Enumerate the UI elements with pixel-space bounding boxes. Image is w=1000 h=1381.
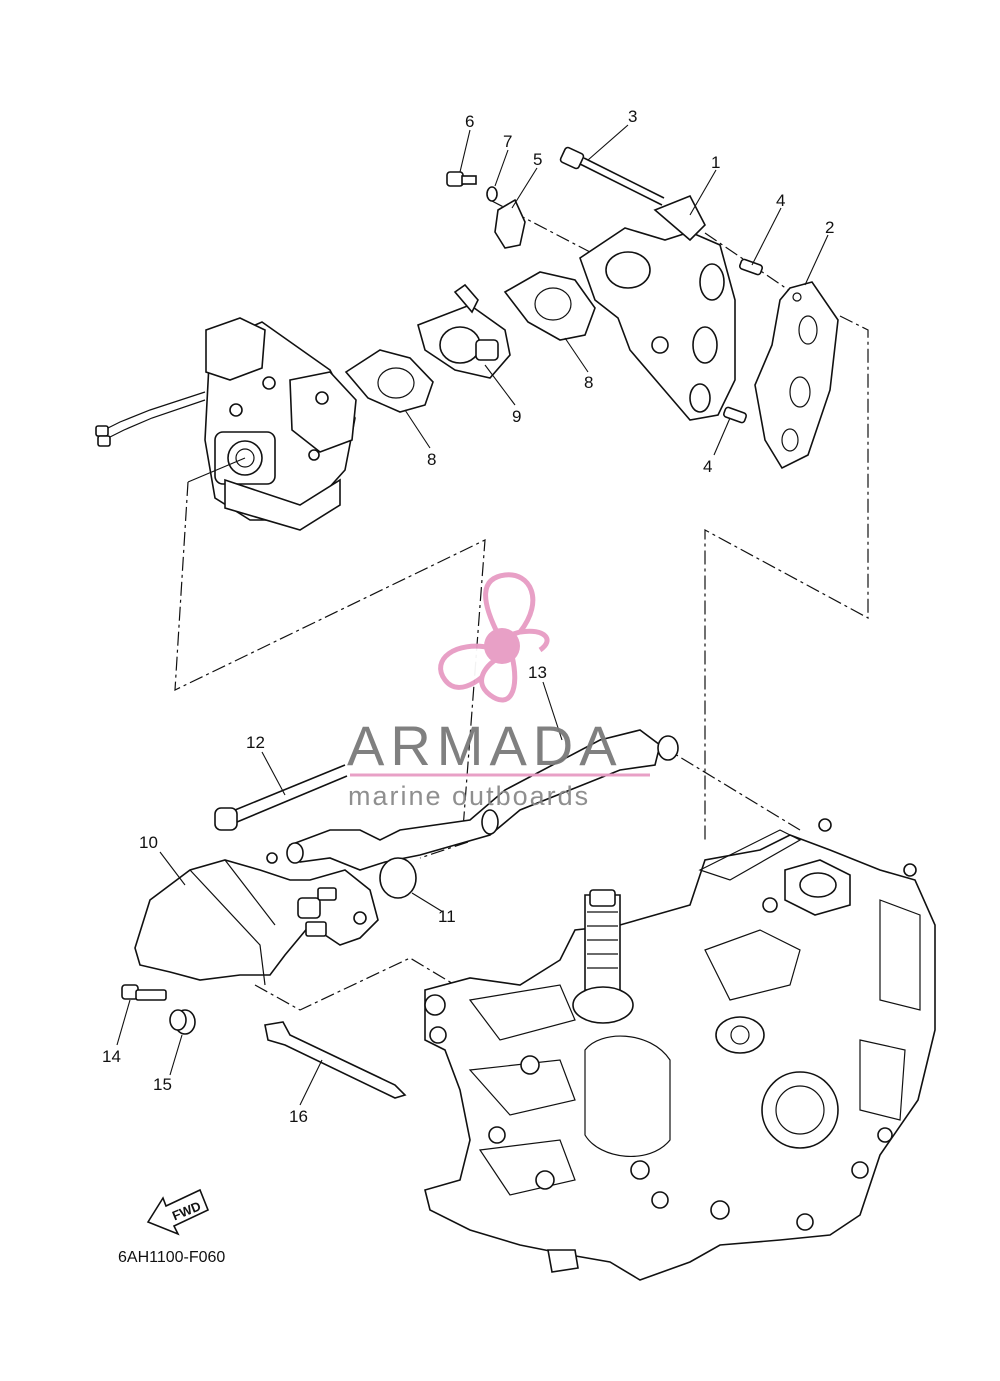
callout-14: 14 <box>102 1047 121 1066</box>
callout-2: 2 <box>825 218 834 237</box>
dowel-pins <box>722 258 764 424</box>
watermark: ARMADA marine outboards <box>347 572 650 811</box>
callout-8-right: 8 <box>584 373 593 392</box>
callout-labels: 1 2 3 4 4 5 6 7 8 8 9 10 11 12 13 14 15 … <box>102 107 834 1126</box>
callout-13: 13 <box>528 663 547 682</box>
callout-1: 1 <box>711 153 720 172</box>
o-ring-11 <box>379 857 417 899</box>
tube-13 <box>286 729 679 871</box>
leader-lines <box>116 124 829 1106</box>
cable-tie-16 <box>264 1021 407 1099</box>
diagram-code: 6AH1100-F060 <box>118 1249 225 1266</box>
propeller-logo <box>438 572 550 703</box>
gasket-8-right <box>503 271 596 341</box>
power-head <box>424 818 936 1281</box>
callout-5: 5 <box>533 150 542 169</box>
bolt-6-washer-7-clamp-5 <box>446 171 526 249</box>
callout-6: 6 <box>465 112 474 131</box>
grommet-15 <box>169 1009 196 1035</box>
gasket-8-left <box>344 349 434 413</box>
insulator-9 <box>417 283 511 379</box>
callout-3: 3 <box>628 107 637 126</box>
callout-7: 7 <box>503 132 512 151</box>
gasket-2 <box>754 281 839 470</box>
screw-14 <box>121 984 167 1001</box>
callout-4-lower: 4 <box>703 457 712 476</box>
callout-10: 10 <box>139 833 158 852</box>
watermark-brand: ARMADA <box>347 714 623 777</box>
callout-9: 9 <box>512 407 521 426</box>
silencer-10 <box>134 852 379 986</box>
callout-4-upper: 4 <box>776 191 785 210</box>
carburetor <box>95 317 357 531</box>
fwd-arrow: FWD <box>146 1188 210 1236</box>
callout-8-left: 8 <box>427 450 436 469</box>
callout-11: 11 <box>438 907 456 926</box>
bolt-3 <box>559 146 665 206</box>
callout-15: 15 <box>153 1075 172 1094</box>
intake-manifold-1 <box>579 194 736 421</box>
watermark-tagline: marine outboards <box>348 781 590 811</box>
callout-16: 16 <box>289 1107 308 1126</box>
bolt-12 <box>214 764 348 831</box>
callout-12: 12 <box>246 733 265 752</box>
